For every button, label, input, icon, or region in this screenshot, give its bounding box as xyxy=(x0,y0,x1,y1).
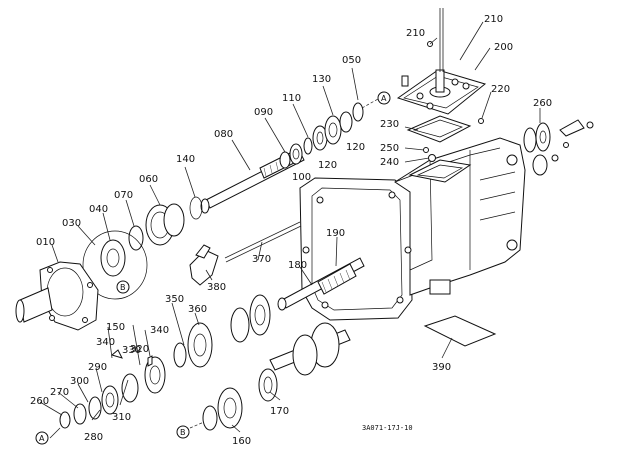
part-label: 080 xyxy=(214,129,233,140)
leader-lines xyxy=(39,21,541,439)
part-label: 260 xyxy=(533,98,552,109)
part-label: 250 xyxy=(380,143,399,154)
part-label: 310 xyxy=(112,412,131,423)
part-label: 360 xyxy=(188,304,207,315)
part-label: 130 xyxy=(312,74,331,85)
ref-marker-a: A xyxy=(377,91,391,105)
svg-text:B: B xyxy=(120,283,126,292)
part-label: 180 xyxy=(288,260,307,271)
part-label: 100 xyxy=(292,172,311,183)
right-side-parts xyxy=(523,119,594,176)
part-label: 050 xyxy=(342,55,361,66)
input-shaft-group xyxy=(82,98,379,300)
part-label: 230 xyxy=(380,119,399,130)
part-label: 070 xyxy=(114,190,133,201)
ref-marker-a: A xyxy=(35,431,49,445)
shift-cover-assembly xyxy=(396,8,487,162)
gasket-plate xyxy=(423,315,497,347)
part-label: 350 xyxy=(165,294,184,305)
part-label: 170 xyxy=(270,406,289,417)
part-label: 060 xyxy=(139,174,158,185)
part-label: 240 xyxy=(380,157,399,168)
part-label: 220 xyxy=(491,84,510,95)
part-label: 370 xyxy=(252,254,271,265)
part-label: 010 xyxy=(36,237,55,248)
ref-marker-b: B xyxy=(176,425,190,439)
part-label: 260 xyxy=(30,396,49,407)
part-label: 300 xyxy=(70,376,89,387)
ref-marker-b: B xyxy=(116,280,130,294)
drawing-code: 3A071-17J-10 xyxy=(362,424,413,432)
part-labels: 010 030 040 050 060 070 080 090 100 110 … xyxy=(30,14,552,447)
part-label: 340 xyxy=(150,325,169,336)
lower-shaft-group xyxy=(189,322,351,431)
part-label: 280 xyxy=(84,432,103,443)
part-label: 290 xyxy=(88,362,107,373)
svg-text:B: B xyxy=(180,428,186,437)
part-label: 140 xyxy=(176,154,195,165)
part-label: 210 xyxy=(484,14,503,25)
svg-text:A: A xyxy=(381,94,387,103)
part-label: 270 xyxy=(50,387,69,398)
part-label: 030 xyxy=(62,218,81,229)
part-label: 150 xyxy=(106,322,125,333)
shift-fork-rod xyxy=(189,221,302,286)
part-label: 210 xyxy=(406,28,425,39)
part-label: 090 xyxy=(254,107,273,118)
front-cover xyxy=(15,261,99,331)
part-label: 120 xyxy=(318,160,337,171)
part-label: 110 xyxy=(282,93,301,104)
part-label: 320 xyxy=(130,344,149,355)
part-label: 330 xyxy=(122,345,141,356)
part-label: 390 xyxy=(432,362,451,373)
part-label: 160 xyxy=(232,436,251,447)
svg-text:A: A xyxy=(39,434,45,443)
part-label: 120 xyxy=(346,142,365,153)
part-label: 190 xyxy=(326,228,345,239)
part-label: 200 xyxy=(494,42,513,53)
part-label: 380 xyxy=(207,282,226,293)
part-label: 340 xyxy=(96,337,115,348)
countershaft-group xyxy=(277,257,365,311)
reference-markers: A B A B xyxy=(35,91,391,445)
middle-gear-train xyxy=(59,294,271,429)
part-label: 040 xyxy=(89,204,108,215)
